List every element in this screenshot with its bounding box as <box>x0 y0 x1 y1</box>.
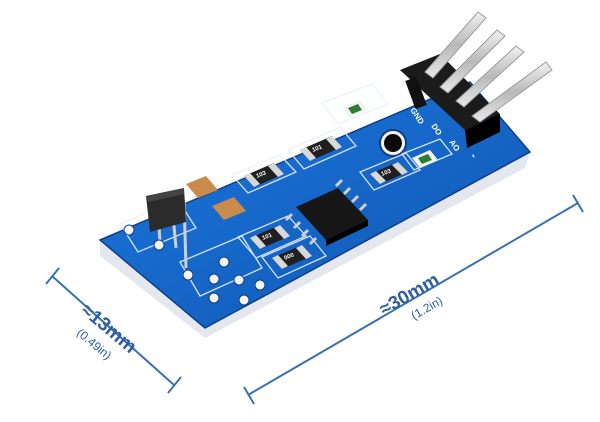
label-vcc: VCC <box>390 92 407 111</box>
sensor-component <box>146 188 188 269</box>
capacitor-1 <box>186 176 218 198</box>
silk-box-resistor-4 <box>236 215 308 259</box>
silk-box-led-1 <box>320 83 390 125</box>
header-pins <box>424 11 553 123</box>
indicator-leds <box>342 100 438 168</box>
width-dimension <box>243 194 584 405</box>
height-dimension <box>45 267 182 394</box>
resistor-5 <box>272 245 312 269</box>
silk-box-resistor-5 <box>260 235 328 279</box>
resistor-3 <box>370 162 408 184</box>
resistor-2 <box>244 163 284 187</box>
label-minus: - <box>468 151 480 161</box>
silk-box-resistor-1 <box>286 126 358 170</box>
resistor-3-code: 103 <box>381 168 393 178</box>
label-plus: + <box>378 93 392 105</box>
resistor-1 <box>300 136 342 161</box>
solder-pads <box>123 224 266 306</box>
silk-box-resistor-2 <box>230 154 298 194</box>
smd-resistors <box>244 136 408 269</box>
resistor-5-code: 000 <box>284 252 296 262</box>
resistor-4-code: 101 <box>262 232 274 242</box>
capacitor-2 <box>212 197 246 220</box>
resistor-2-code: 103 <box>256 170 268 180</box>
silk-box-led-2 <box>400 138 454 171</box>
comparator-chip <box>284 178 368 246</box>
resistor-1-code: 101 <box>312 144 324 154</box>
smd-capacitors <box>186 176 246 220</box>
pin-header <box>400 54 500 148</box>
silk-box-resistor-3 <box>358 152 422 191</box>
silk-box-pads <box>179 235 263 297</box>
resistor-4 <box>250 225 290 249</box>
